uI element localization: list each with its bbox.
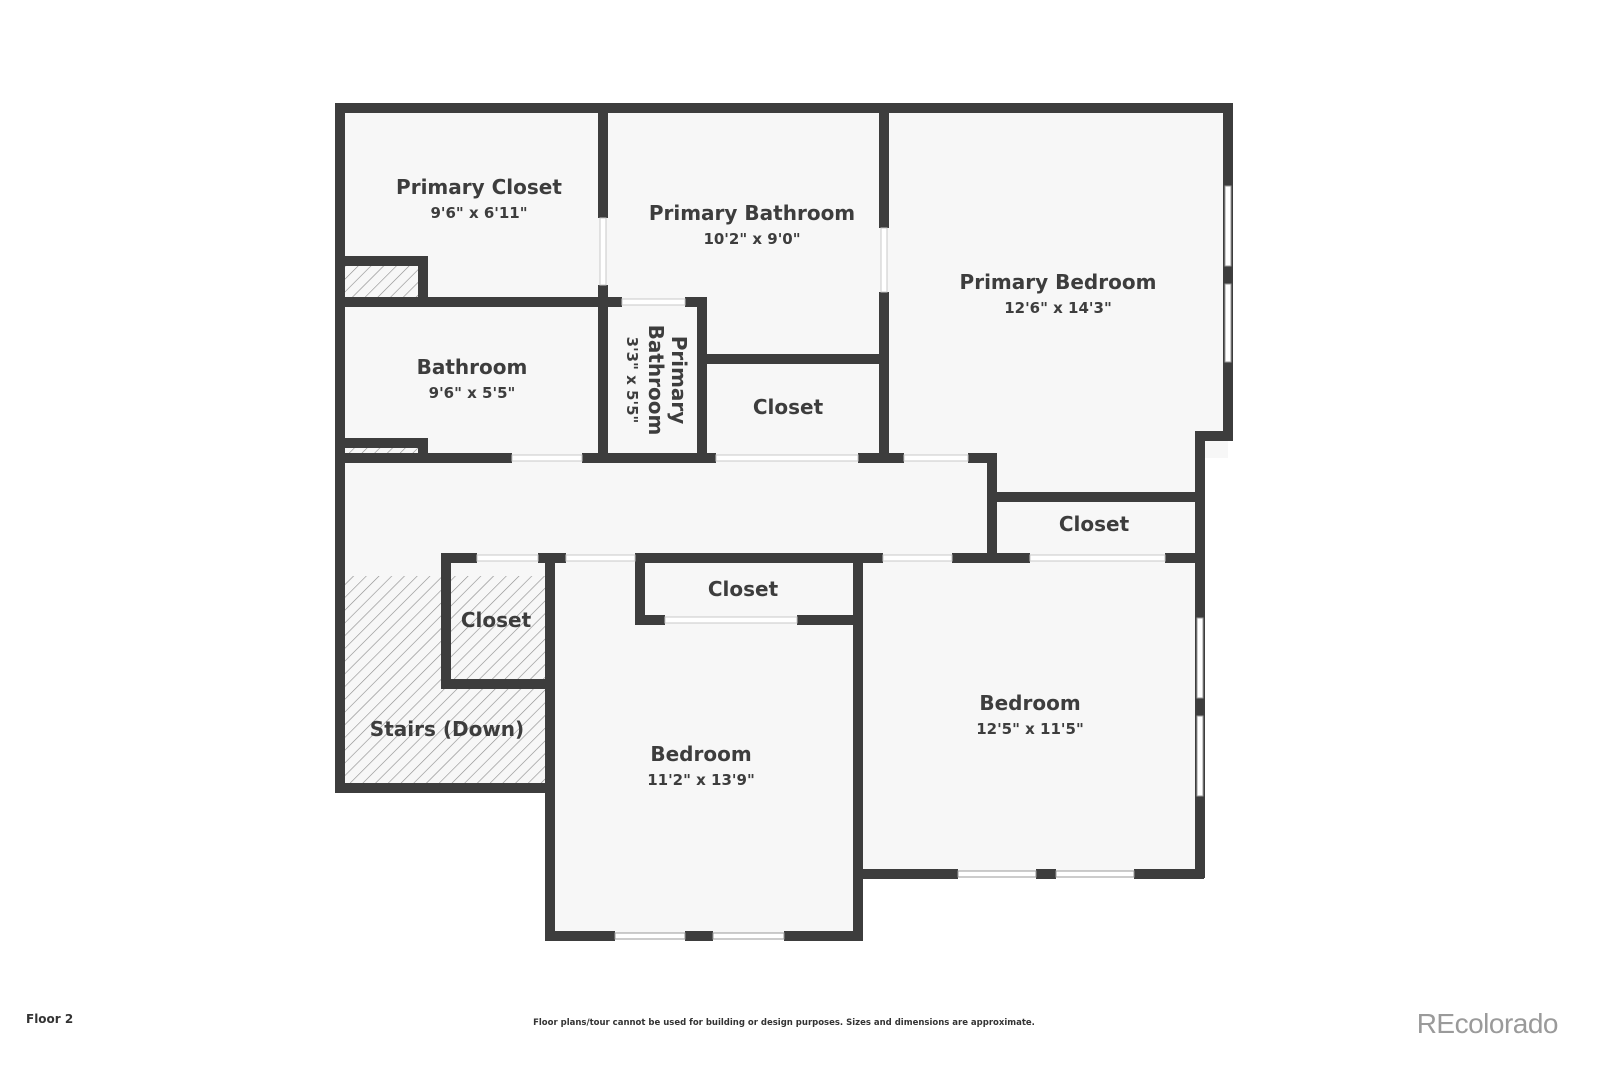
room-dimensions: 12'5" x 11'5"	[976, 720, 1084, 738]
room-closet-bedroom: Closet	[708, 577, 779, 601]
room-name: Primary Closet	[396, 175, 562, 199]
room-dimensions: 10'2" x 9'0"	[703, 230, 800, 248]
room-name: Bedroom	[979, 691, 1080, 715]
walls	[335, 103, 1233, 941]
room-closet-stairs: Closet	[461, 608, 532, 632]
room-bedroom-right: Bedroom 12'5" x 11'5"	[976, 691, 1084, 738]
room-name-line2: Bathroom	[644, 325, 668, 436]
disclaimer-text: Floor plans/tour cannot be used for buil…	[533, 1018, 1035, 1028]
window-bedroom-left-bottom-1	[614, 932, 686, 940]
chase-hatch-lower	[344, 448, 420, 454]
room-name: Bathroom	[417, 355, 528, 379]
room-name: Closet	[1059, 512, 1130, 536]
room-dimensions: 9'6" x 6'11"	[430, 204, 527, 222]
room-name: Closet	[753, 395, 824, 419]
room-primary-bathroom-small: Primary Bathroom 3'3" x 5'5"	[623, 325, 691, 436]
room-name: Bedroom	[650, 742, 751, 766]
openings	[476, 217, 1166, 624]
floor-label: Floor 2	[26, 1012, 74, 1026]
window-bedroom-right-bottom-1	[957, 870, 1037, 878]
room-name: Closet	[708, 577, 779, 601]
room-primary-bathroom: Primary Bathroom 10'2" x 9'0"	[649, 201, 855, 248]
room-dimensions: 9'6" x 5'5"	[429, 384, 516, 402]
room-name: Primary Bedroom	[960, 270, 1157, 294]
room-primary-bedroom: Primary Bedroom 12'6" x 14'3"	[960, 270, 1157, 317]
room-name-line1: Primary	[667, 336, 691, 425]
chase-hatch-upper	[344, 266, 420, 298]
brand-logo: REcolorado	[1416, 1008, 1559, 1039]
room-dimensions: 3'3" x 5'5"	[623, 337, 641, 424]
room-closet-right: Closet	[1059, 512, 1130, 536]
room-bedroom-left: Bedroom 11'2" x 13'9"	[647, 742, 755, 789]
room-primary-closet: Primary Closet 9'6" x 6'11"	[396, 175, 562, 222]
room-dimensions: 12'6" x 14'3"	[1004, 299, 1112, 317]
windows	[614, 185, 1232, 940]
room-name: Stairs (Down)	[370, 717, 524, 741]
window-bedroom-left-bottom-2	[712, 932, 785, 940]
room-name: Closet	[461, 608, 532, 632]
room-stairs: Stairs (Down)	[370, 717, 524, 741]
room-closet-center: Closet	[753, 395, 824, 419]
window-primary-bedroom-1	[1224, 185, 1232, 267]
window-bedroom-right-2	[1196, 715, 1204, 797]
room-dimensions: 11'2" x 13'9"	[647, 771, 755, 789]
window-bedroom-right-1	[1196, 617, 1204, 699]
room-bathroom: Bathroom 9'6" x 5'5"	[417, 355, 528, 402]
window-bedroom-right-bottom-2	[1055, 870, 1135, 878]
window-primary-bedroom-2	[1224, 283, 1232, 363]
room-name: Primary Bathroom	[649, 201, 855, 225]
